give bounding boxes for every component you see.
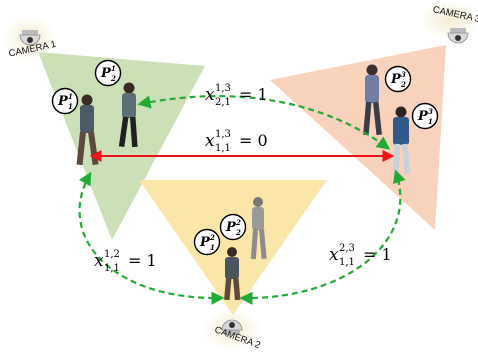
svg-text:3: 3 [428,107,433,116]
svg-text:2,1: 2,1 [215,97,231,108]
person-badge-p-2-2: P 2 2 [219,213,247,241]
pedestrian-cam2-b [224,247,241,301]
equation-x-11-12: x 1,2 1,1 = 1 [94,249,157,274]
svg-text:x: x [205,85,215,105]
svg-text:2: 2 [110,74,116,83]
camera-3: CAMERA 3 [420,0,478,44]
svg-text:1,1: 1,1 [215,143,231,154]
svg-text:1,3: 1,3 [215,83,231,94]
pedestrian-cam3-b [392,106,411,175]
svg-text:P: P [100,66,112,81]
person-badge-p-3-2: P 3 2 [384,65,412,93]
svg-text:1: 1 [210,243,215,252]
svg-text:1,3: 1,3 [215,129,231,140]
person-badge-p-1-2: P 1 2 [94,59,122,87]
svg-text:1: 1 [428,117,433,126]
svg-text:P: P [199,235,211,250]
security-camera-icon [19,30,41,46]
svg-text:x: x [205,131,215,151]
svg-text:1,1: 1,1 [339,257,355,268]
svg-text:1: 1 [68,92,73,101]
match-arrow-p12-p32 [137,95,391,150]
svg-text:3: 3 [401,70,406,79]
svg-text:1: 1 [68,102,73,111]
person-badge-p-2-1: P 2 1 [193,228,221,256]
svg-text:2: 2 [209,233,215,242]
svg-text:P: P [417,109,429,124]
svg-text:P: P [390,72,402,87]
svg-text:2: 2 [235,218,241,227]
equation-x-21-13: x 1,3 2,1 = 1 [205,83,268,108]
svg-text:P: P [225,220,237,235]
svg-text:2: 2 [235,228,241,237]
svg-text:= 1: = 1 [128,251,157,270]
svg-text:1,1: 1,1 [104,263,120,274]
person-badge-p-1-1: P 1 1 [51,87,79,115]
pedestrian-cam1-b [118,82,138,148]
svg-text:= 1: = 1 [239,85,268,104]
equation-x-11-23: x 2,3 1,1 = 1 [329,243,392,268]
security-camera-icon [221,319,243,335]
svg-text:= 1: = 1 [363,245,392,264]
camera-1: CAMERA 1 [2,14,58,62]
svg-text:2,3: 2,3 [339,243,355,254]
svg-text:1: 1 [111,64,116,73]
svg-text:1,2: 1,2 [104,249,120,260]
equation-x-11-13: x 1,3 1,1 = 0 [205,129,268,154]
svg-text:= 0: = 0 [239,131,268,150]
camera-2: CAMERA 2 [202,308,262,352]
svg-text:x: x [94,251,104,271]
svg-text:2: 2 [400,80,406,89]
match-arrow-p11-p21 [78,171,225,305]
svg-text:P: P [57,94,69,109]
security-camera-icon [447,28,469,44]
person-badge-p-3-1: P 3 1 [411,102,439,130]
match-arrow-p21-p31 [239,169,406,305]
svg-text:x: x [329,245,339,265]
